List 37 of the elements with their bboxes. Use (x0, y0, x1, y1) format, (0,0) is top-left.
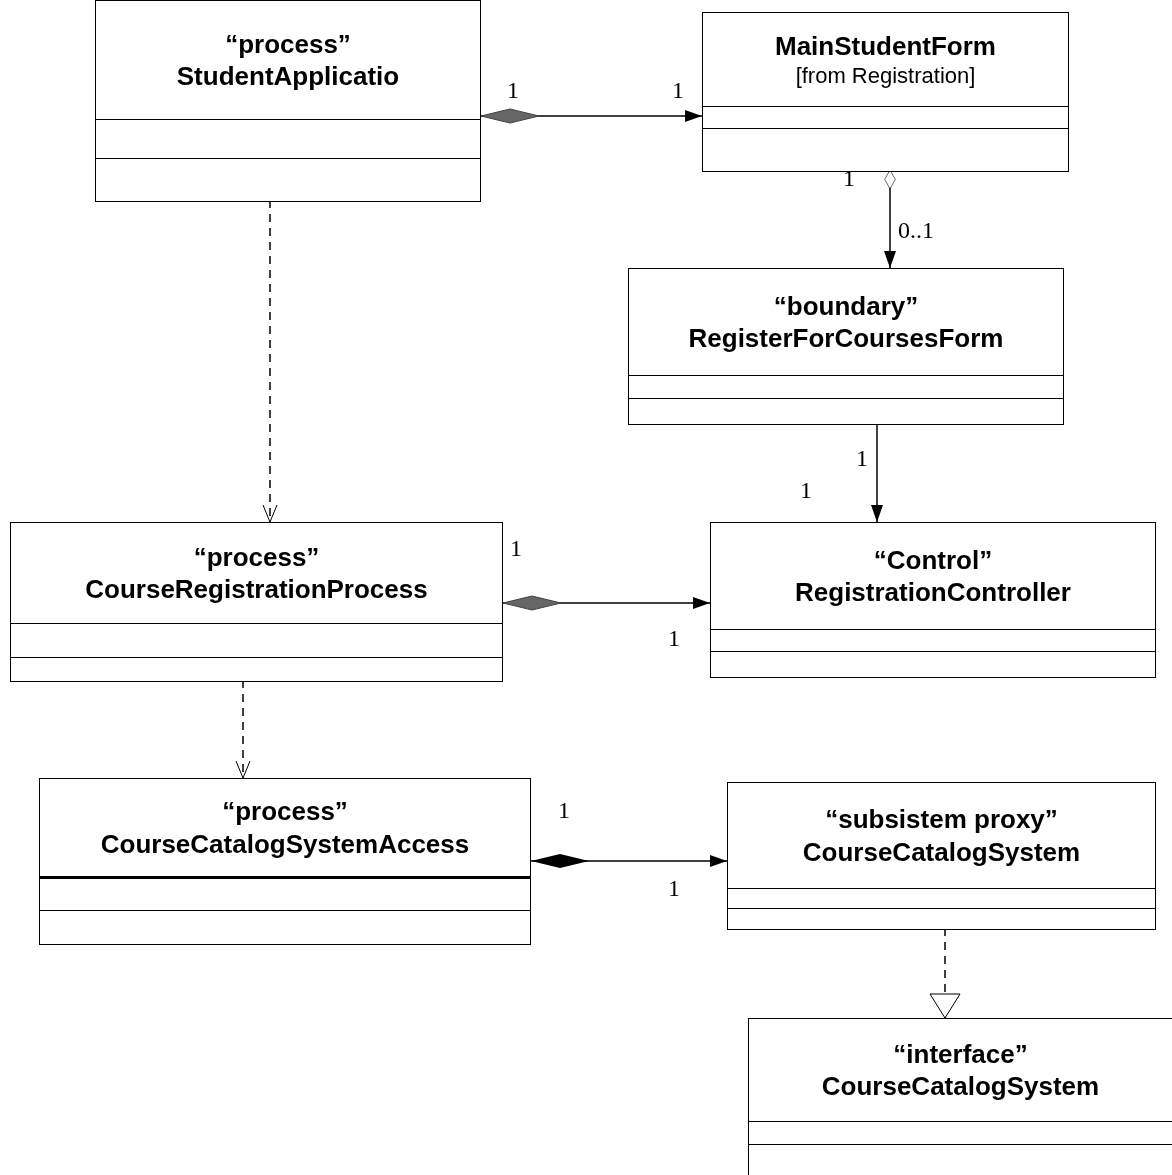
class-box (710, 522, 1156, 678)
class-box (727, 782, 1156, 930)
class-box (10, 522, 503, 682)
class-stereotype: “Control” (873, 543, 993, 576)
multiplicity-label: 1 (668, 626, 680, 650)
class-name: [from Registration] (795, 62, 976, 90)
class-stereotype: “process” (193, 540, 320, 573)
class-name: StudentApplicatio (176, 60, 400, 93)
class-box (95, 0, 481, 202)
multiplicity-label: 1 (843, 166, 855, 190)
class-stereotype: “interface” (893, 1037, 1028, 1070)
class-stereotype: “boundary” (773, 289, 919, 322)
multiplicity-label: 1 (668, 876, 680, 900)
class-stereotype: MainStudentForm (775, 29, 996, 62)
class-stereotype: “process” (222, 795, 348, 828)
class-box (39, 778, 531, 945)
class-name: CourseRegistrationProcess (85, 573, 428, 606)
class-stereotype: “subsistem proxy” (825, 803, 1058, 836)
multiplicity-label: 1 (510, 536, 522, 560)
class-name: CourseCatalogSystemAccess (100, 827, 470, 860)
class-box (748, 1018, 1172, 1175)
multiplicity-label: 1 (558, 798, 570, 822)
class-name: RegisterForCoursesForm (688, 322, 1004, 355)
class-name: CourseCatalogSystem (802, 835, 1081, 868)
multiplicity-label: 1 (507, 78, 519, 102)
multiplicity-label: 1 (672, 78, 684, 102)
class-name: CourseCatalogSystem (821, 1070, 1100, 1103)
multiplicity-label: 1 (800, 478, 812, 502)
multiplicity-label: 0..1 (898, 218, 934, 242)
association-arrow (502, 595, 711, 611)
class-name: RegistrationController (795, 576, 1071, 609)
class-stereotype: “process” (225, 27, 351, 60)
class-box (702, 12, 1069, 172)
class-box (628, 268, 1064, 425)
association-arrow (480, 108, 703, 124)
association-arrow (530, 854, 728, 868)
multiplicity-label: 1 (856, 446, 868, 470)
